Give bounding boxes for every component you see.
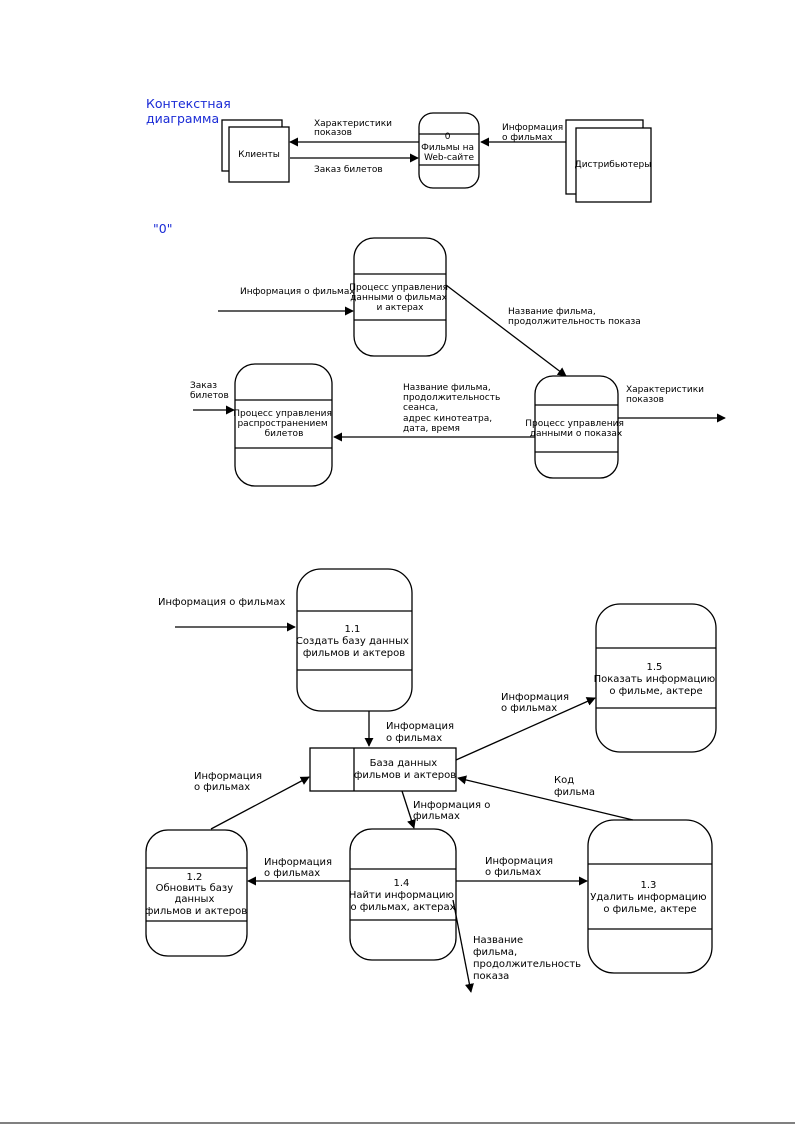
process-tickets: Процесс управления распространением биле… bbox=[233, 363, 334, 487]
flow-order-label: Заказ билетов bbox=[314, 165, 383, 175]
entity-distributors-label: Дистрибьютеры bbox=[575, 160, 652, 170]
l1-flow-db-14-label: Информация о фильмах bbox=[413, 800, 494, 822]
flow-info-label: Информация о фильмах bbox=[502, 123, 566, 143]
l1-flow-13-db-label: Код фильма bbox=[554, 775, 595, 798]
process-shows-label: Процесс управления данными о показах bbox=[525, 419, 626, 439]
process-films-data: Процесс управления данными о фильмах и а… bbox=[349, 237, 450, 357]
flow-order-in-label: Заказ билетов bbox=[190, 381, 229, 401]
l1-flow-info-in-label: Информация о фильмах bbox=[158, 597, 286, 608]
process-tickets-label: Процесс управления распространением биле… bbox=[233, 409, 334, 439]
flow-name-duration-arrow bbox=[445, 284, 567, 377]
flow-name-duration-label: Название фильма, продолжительность показ… bbox=[508, 307, 641, 327]
l1-flow-12-db-label: Информация о фильмах bbox=[194, 771, 265, 793]
process-1-1-label: 1.1 Создать базу данных фильмов и актеро… bbox=[296, 624, 412, 659]
l1-flow-11-db-label: Информация о фильмах bbox=[386, 721, 457, 744]
process-1-1: 1.1 Создать базу данных фильмов и актеро… bbox=[296, 568, 413, 712]
l1-flow-db-15-label: Информация о фильмах bbox=[501, 692, 572, 714]
l1-flow-db-14-arrow bbox=[401, 790, 416, 829]
datastore-films-actors: База данных фильмов и актеров bbox=[309, 747, 457, 792]
process-shows: Процесс управления данными о показах bbox=[525, 375, 626, 479]
l1-flow-db-15-arrow bbox=[455, 697, 596, 761]
flow-characteristics-label: Характеристики показов bbox=[314, 119, 395, 138]
flow-show-details-label: Название фильма, продолжительность сеанс… bbox=[403, 383, 503, 434]
process-1-4-label: 1.4 Найти информацию о фильмах, актерах bbox=[349, 878, 457, 913]
l1-flow-14-out-arrow bbox=[452, 899, 474, 993]
l1-flow-14-out-label: Название фильма, продолжительность показ… bbox=[473, 935, 584, 982]
process-films-data-label: Процесс управления данными о фильмах и а… bbox=[349, 283, 450, 313]
process-1-4: 1.4 Найти информацию о фильмах, актерах bbox=[349, 828, 457, 961]
entity-distributors: Дистрибьютеры bbox=[565, 119, 652, 203]
l1-flow-14-12-label: Информация о фильмах bbox=[264, 857, 335, 879]
l1-flow-12-db-arrow bbox=[210, 776, 310, 830]
heading-level0: "0" bbox=[153, 221, 172, 236]
flow-characteristics-out-label: Характеристики показов bbox=[626, 385, 707, 405]
datastore-label: База данных фильмов и актеров bbox=[354, 758, 456, 781]
process-1-5-label: 1.5 Показать информацию о фильме, актере bbox=[594, 662, 719, 697]
entity-clients-label: Клиенты bbox=[238, 150, 280, 160]
heading-context: Контекстная диаграмма bbox=[146, 96, 235, 126]
process-1-2: 1.2 Обновить базу данных фильмов и актер… bbox=[145, 829, 248, 957]
l1-flow-14-13-label: Информация о фильмах bbox=[485, 856, 556, 878]
process-1-2-label: 1.2 Обновить базу данных фильмов и актер… bbox=[145, 872, 247, 917]
entity-clients: Клиенты bbox=[221, 119, 290, 183]
process-1-5: 1.5 Показать информацию о фильме, актере bbox=[594, 603, 719, 753]
process-system-label: 0 Фильмы на Web-сайте bbox=[421, 132, 477, 163]
l1-flow-13-db-arrow bbox=[457, 775, 634, 821]
process-system: 0 Фильмы на Web-сайте bbox=[418, 112, 480, 189]
process-1-3: 1.3 Удалить информацию о фильме, актере bbox=[587, 819, 713, 974]
flow-info-in-label: Информация о фильмах bbox=[240, 287, 355, 297]
process-1-3-label: 1.3 Удалить информацию о фильме, актере bbox=[590, 880, 710, 915]
